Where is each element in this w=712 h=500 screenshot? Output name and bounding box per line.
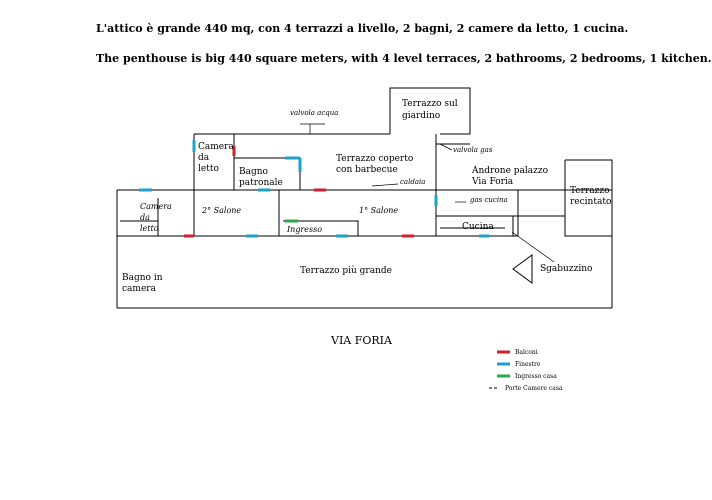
walls [116, 87, 613, 309]
label-primo-salone: 1° Salone [359, 206, 398, 215]
label-caldaia: caldaia [400, 178, 425, 186]
label-ingresso: Ingresso [286, 225, 322, 234]
legend-label-porte: Porte Camere casa [505, 385, 563, 392]
legend-label-ingresso: Ingresso casa [515, 373, 557, 380]
label-camera-1b: da [198, 153, 210, 163]
label-terrazzo-recintato-2: recintato [570, 197, 611, 207]
label-bagno-patronale-1: Bagno [239, 167, 268, 177]
label-androne-2: Via Foria [471, 177, 514, 187]
label-sgabuzzino: Sgabuzzino [540, 264, 592, 274]
label-valvola-gas: valvola gas [453, 146, 493, 154]
title-english: The penthouse is big 440 square meters, … [96, 52, 712, 65]
legend: Balconi Finestre Ingresso casa Porte Cam… [489, 349, 563, 392]
pointer-lines [300, 123, 555, 263]
label-terrazzo-giardino-1: Terrazzo sul [402, 99, 458, 109]
label-bagno-camera-1: Bagno in [122, 273, 163, 283]
label-valvola-acqua: valvola acqua [290, 109, 338, 117]
label-gas-cucina: gas cucina [470, 196, 508, 204]
label-terrazzo-giardino-2: giardino [402, 111, 440, 121]
openings [139, 140, 489, 238]
label-camera-2a: Camera [140, 202, 172, 211]
label-camera-1c: letto [198, 164, 219, 174]
label-camera-2c: letto [140, 224, 159, 233]
legend-label-balconi: Balconi [515, 349, 538, 356]
legend-label-finestre: Finestre [515, 361, 541, 368]
street-name: VIA FORIA [330, 334, 393, 347]
label-cucina: Cucina [462, 222, 494, 232]
label-terrazzo-coperto-2: con barbecue [336, 165, 398, 175]
label-terrazzo-recintato-1: Terrazzo [570, 186, 610, 196]
label-bagno-camera-2: camera [122, 284, 157, 294]
label-androne-1: Androne palazzo [471, 166, 548, 176]
label-bagno-patronale-2: patronale [239, 178, 283, 188]
title-italian: L'attico è grande 440 mq, con 4 terrazzi… [96, 22, 629, 35]
sgabuzzino-symbol [512, 254, 533, 284]
label-camera-1a: Camera [198, 142, 234, 152]
label-terrazzo-grande: Terrazzo più grande [300, 265, 392, 276]
label-secondo-salone: 2° Salone [201, 206, 241, 215]
label-camera-2b: da [140, 213, 150, 222]
label-terrazzo-coperto-1: Terrazzo coperto [336, 154, 413, 164]
